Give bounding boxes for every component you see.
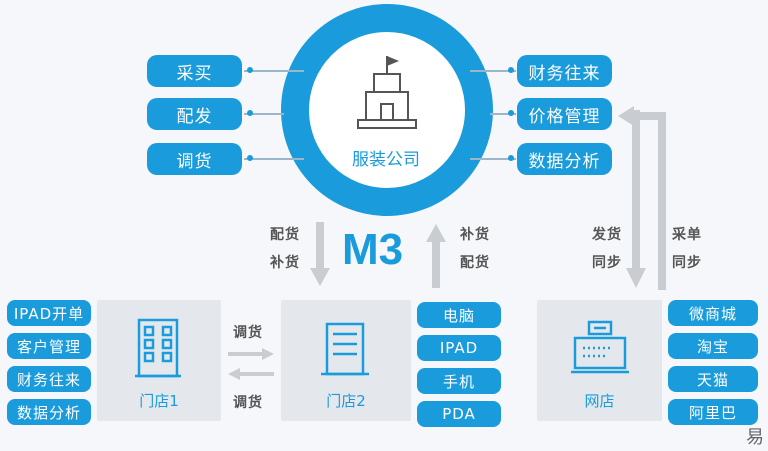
down-label-2: 补货 bbox=[270, 255, 300, 271]
store-building-icon bbox=[321, 322, 369, 376]
online-up-label-1: 采单 bbox=[672, 227, 702, 243]
order-up-arrow-icon bbox=[618, 106, 666, 290]
computer-icon bbox=[571, 320, 629, 374]
distribution-pill: 配发 bbox=[147, 98, 242, 130]
store1-function: IPAD开单 bbox=[7, 300, 91, 326]
store1-label: 门店1 bbox=[139, 392, 179, 410]
device-pill: 手机 bbox=[417, 368, 501, 394]
down-label-1: 配货 bbox=[270, 227, 300, 243]
connector-dot bbox=[508, 155, 514, 161]
pricing-pill: 价格管理 bbox=[517, 98, 612, 130]
connector-line bbox=[470, 70, 516, 72]
device-pill: IPAD bbox=[417, 335, 501, 361]
system-name: M3 bbox=[342, 225, 404, 274]
transfer-label-top: 调货 bbox=[233, 325, 263, 341]
store1-function: 客户管理 bbox=[7, 333, 91, 359]
store2-panel: 门店2 bbox=[281, 300, 411, 421]
store2-label: 门店2 bbox=[326, 392, 366, 410]
up-label-2: 配货 bbox=[460, 255, 490, 271]
store1-function: 数据分析 bbox=[7, 399, 91, 425]
connector-dot bbox=[508, 110, 514, 116]
connector-line bbox=[244, 158, 304, 160]
online-down-label-1: 发货 bbox=[592, 227, 622, 243]
connector-dot bbox=[247, 110, 253, 116]
channel-pill: 天猫 bbox=[668, 366, 758, 392]
online-up-label-2: 同步 bbox=[672, 255, 702, 271]
connector-line bbox=[490, 113, 516, 115]
connector-dot bbox=[508, 67, 514, 73]
watermark: 易 bbox=[746, 427, 764, 448]
online-store-panel: 网店 bbox=[537, 300, 662, 421]
connector-line bbox=[244, 113, 284, 115]
up-label-1: 补货 bbox=[460, 227, 490, 243]
channel-pill: 淘宝 bbox=[668, 333, 758, 359]
left-arrow-icon bbox=[228, 368, 274, 380]
purchase-pill: 采买 bbox=[147, 55, 242, 87]
store1-panel: 门店1 bbox=[97, 300, 221, 421]
device-pill: PDA bbox=[417, 401, 501, 427]
transfer-pill: 调货 bbox=[147, 143, 242, 175]
building-icon bbox=[357, 56, 417, 129]
channel-pill: 阿里巴 bbox=[668, 399, 758, 425]
transfer-label-bottom: 调货 bbox=[233, 395, 263, 411]
store-building-icon bbox=[135, 318, 181, 378]
up-arrow-icon bbox=[426, 224, 446, 288]
sync-down-arrow-icon bbox=[626, 110, 646, 288]
online-down-label-2: 同步 bbox=[592, 255, 622, 271]
device-pill: 电脑 bbox=[417, 302, 501, 328]
online-store-label: 网店 bbox=[584, 392, 615, 410]
connector-line bbox=[470, 158, 516, 160]
channel-pill: 微商城 bbox=[668, 300, 758, 326]
connector-dot bbox=[247, 155, 253, 161]
connector-line bbox=[244, 70, 304, 72]
company-label: 服装公司 bbox=[352, 150, 420, 170]
store1-function: 财务往来 bbox=[7, 366, 91, 392]
right-arrow-icon bbox=[228, 348, 274, 360]
analytics-pill: 数据分析 bbox=[517, 143, 612, 175]
connector-dot bbox=[247, 67, 253, 73]
down-arrow-icon bbox=[310, 222, 330, 286]
finance-pill: 财务往来 bbox=[517, 55, 612, 87]
